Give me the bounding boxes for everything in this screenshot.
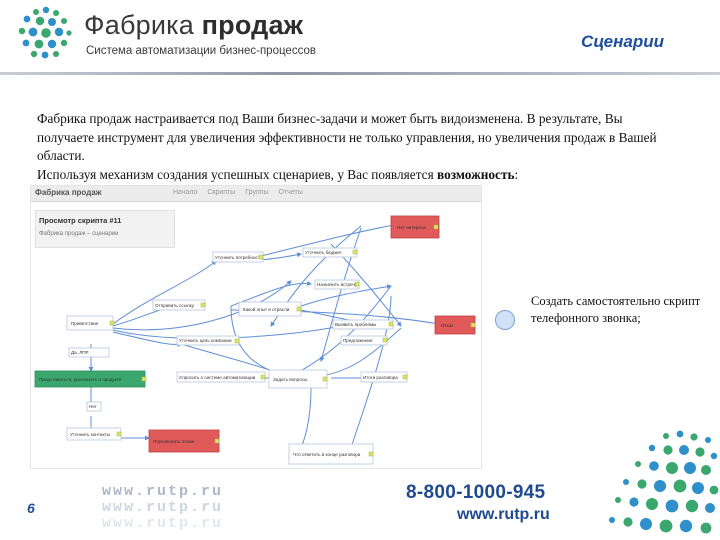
script-flowchart: Нет интереса Уточнить потребность Уточни… xyxy=(34,215,476,465)
intro-text: Фабрика продаж настраивается под Ваши би… xyxy=(37,110,677,184)
brand-tagline: Система автоматизации бизнес-процессов xyxy=(86,45,316,57)
svg-text:Выявить проблемы: Выявить проблемы xyxy=(335,322,376,327)
script-editor-screenshot: Нет интереса Уточнить потребность Уточни… xyxy=(30,185,482,469)
contact-phone: 8-800-1000-945 xyxy=(406,482,546,503)
intro-lead-in-end: : xyxy=(514,166,519,182)
watermark-line: www.rutp.ru xyxy=(102,515,224,532)
slide-title: Сценарии xyxy=(581,32,664,51)
svg-text:Назначить встречу: Назначить встречу xyxy=(317,282,358,287)
slide-footer: 6 www.rutp.ru www.rutp.ru www.rutp.ru 8-… xyxy=(0,478,720,540)
svg-text:Уточнить цель компании: Уточнить цель компании xyxy=(179,338,232,343)
script-view-breadcrumb[interactable]: Фабрика продаж – сценарии xyxy=(39,231,119,237)
slide-header: Фабрика продаж Система автоматизации биз… xyxy=(0,0,720,72)
svg-text:Какой опыт в отрасли: Какой опыт в отрасли xyxy=(243,306,290,312)
svg-text:Представиться, рассказать о пр: Представиться, рассказать о продукте xyxy=(39,377,122,382)
svg-text:Перезвонить позже: Перезвонить позже xyxy=(153,439,195,444)
app-nav-item[interactable]: Начало xyxy=(173,189,198,196)
app-logo: Фабрика продаж xyxy=(35,188,102,197)
footer-watermark: www.rutp.ru www.rutp.ru www.rutp.ru xyxy=(102,484,322,532)
app-nav-item[interactable]: Группы xyxy=(245,189,269,196)
app-topbar: Фабрика продаж Начало Скрипты Группы Отч… xyxy=(31,186,481,202)
bullet-circle-icon xyxy=(495,310,515,330)
flow-node[interactable] xyxy=(68,347,110,358)
svg-text:Задать вопросы: Задать вопросы xyxy=(273,377,307,382)
flow-node-red[interactable] xyxy=(390,215,440,239)
intro-paragraph: Фабрика продаж настраивается под Ваши би… xyxy=(37,111,657,163)
watermark-line: www.rutp.ru xyxy=(102,499,224,516)
svg-text:Отправить ссылку: Отправить ссылку xyxy=(155,303,195,308)
app-nav-item[interactable]: Отчеты xyxy=(278,189,303,196)
watermark-line: www.rutp.ru xyxy=(102,483,224,500)
svg-text:Нет: Нет xyxy=(89,404,98,409)
page-number: 6 xyxy=(27,500,35,516)
script-view-title: Просмотр скрипта #11 xyxy=(39,216,122,225)
script-view-panel: Просмотр скрипта #11 Фабрика продаж – сц… xyxy=(35,210,175,248)
svg-text:Уточнить потребность: Уточнить потребность xyxy=(215,255,263,260)
contact-website[interactable]: www.rutp.ru xyxy=(457,506,550,523)
svg-text:Приветствие: Приветствие xyxy=(71,321,99,326)
svg-text:Спросить о системе автоматизац: Спросить о системе автоматизации xyxy=(179,375,256,380)
brand-name: Фабрика продаж xyxy=(84,10,303,41)
brand-name-bold: продаж xyxy=(201,10,304,40)
flow-node[interactable] xyxy=(86,401,102,412)
intro-emphasis: возможность xyxy=(437,166,515,182)
decorative-dots-icon xyxy=(609,430,719,534)
svg-text:Отказ: Отказ xyxy=(441,323,453,328)
app-nav: Начало Скрипты Группы Отчеты xyxy=(173,189,311,196)
svg-text:Нет интереса: Нет интереса xyxy=(397,225,426,230)
svg-text:Да, ЛПР: Да, ЛПР xyxy=(71,350,89,355)
company-logo-icon xyxy=(18,6,72,59)
brand-name-regular: Фабрика xyxy=(84,10,194,40)
svg-text:Что ответить в конце разговора: Что ответить в конце разговора xyxy=(293,452,361,457)
svg-text:Уточнить бюджет: Уточнить бюджет xyxy=(305,250,343,255)
intro-lead-line: Используя механизм создания успешных сце… xyxy=(37,166,677,185)
node-ports xyxy=(109,224,476,457)
header-divider xyxy=(0,72,720,75)
svg-text:Уточнить контакты: Уточнить контакты xyxy=(70,432,110,437)
app-nav-item[interactable]: Скрипты xyxy=(207,189,236,196)
option-text: Создать самостоятельно скрипт телефонног… xyxy=(531,294,701,325)
svg-text:Предложение: Предложение xyxy=(343,338,373,343)
svg-text:Итоги разговора: Итоги разговора xyxy=(363,375,398,380)
intro-lead-in: Используя механизм создания успешных сце… xyxy=(37,166,434,182)
flowchart-nodes: Нет интереса Уточнить потребность Уточни… xyxy=(34,215,476,465)
